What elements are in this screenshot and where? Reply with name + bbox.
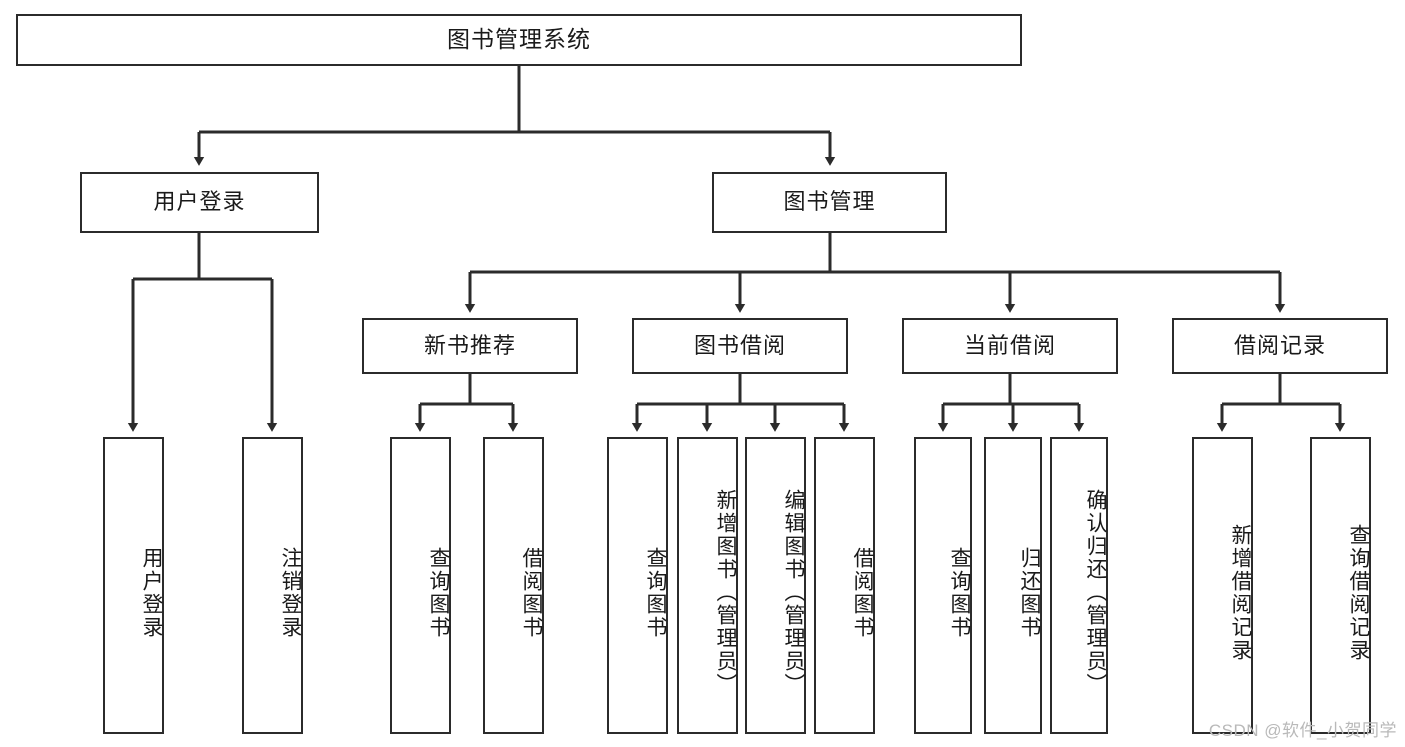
node-current-borrow[interactable]: 当前借阅 [902,318,1118,374]
node-leaf-borrow-book-2[interactable]: 借阅图书 [814,437,875,734]
node-leaf-query-book-2[interactable]: 查询图书 [607,437,668,734]
node-leaf-user-login[interactable]: 用户登录 [103,437,164,734]
node-leaf-edit-book[interactable]: 编辑图书（管理员） [745,437,806,734]
node-leaf-return-book[interactable]: 归还图书 [984,437,1042,734]
node-leaf-query-record[interactable]: 查询借阅记录 [1310,437,1371,734]
node-leaf-confirm-return[interactable]: 确认归还（管理员） [1050,437,1108,734]
node-book-borrow[interactable]: 图书借阅 [632,318,848,374]
csdn-watermark: CSDN @软件_小贺同学 [1208,721,1397,740]
node-new-book-recommend[interactable]: 新书推荐 [362,318,578,374]
node-leaf-add-book[interactable]: 新增图书（管理员） [677,437,738,734]
node-borrow-record[interactable]: 借阅记录 [1172,318,1388,374]
node-leaf-logout[interactable]: 注销登录 [242,437,303,734]
node-leaf-borrow-book-1[interactable]: 借阅图书 [483,437,544,734]
node-root[interactable]: 图书管理系统 [16,14,1022,66]
node-book-manage[interactable]: 图书管理 [712,172,947,233]
node-leaf-add-record[interactable]: 新增借阅记录 [1192,437,1253,734]
node-user-login[interactable]: 用户登录 [80,172,319,233]
node-leaf-query-book-1[interactable]: 查询图书 [390,437,451,734]
node-leaf-query-book-3[interactable]: 查询图书 [914,437,972,734]
